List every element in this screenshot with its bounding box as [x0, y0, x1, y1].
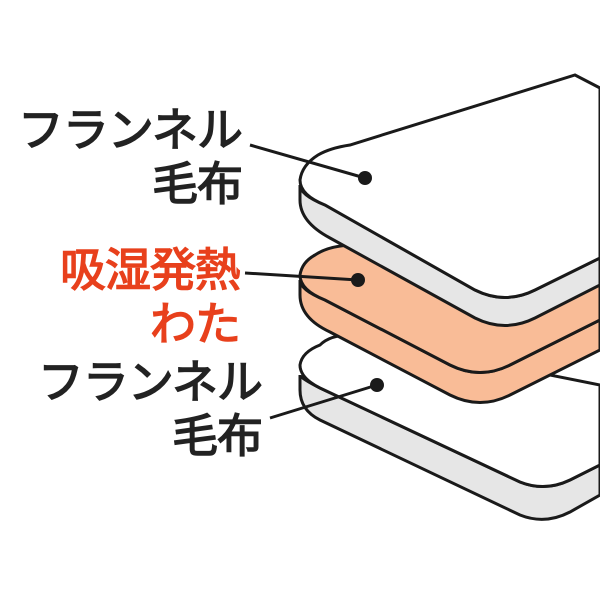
pointer-dot-middle — [351, 273, 365, 287]
leader-line-top — [249, 143, 366, 180]
top-blanket-layer — [298, 73, 600, 327]
label-line: 毛布 — [172, 409, 263, 463]
pointer-dot-bottom — [370, 378, 384, 392]
leader-line-bottom — [269, 383, 378, 420]
label-line: わた — [150, 297, 241, 351]
pointer-dot-top — [358, 171, 372, 185]
leader-line-middle — [244, 271, 359, 282]
label-wadding: 吸湿発熱 わた — [0, 243, 241, 351]
label-bottom-flannel: フランネル 毛布 — [0, 355, 263, 463]
label-line: 吸湿発熱 — [60, 243, 241, 297]
label-line: フランネル — [17, 103, 243, 157]
label-top-flannel: フランネル 毛布 — [0, 103, 243, 211]
label-line: 毛布 — [152, 157, 243, 211]
label-line: フランネル — [37, 355, 263, 409]
